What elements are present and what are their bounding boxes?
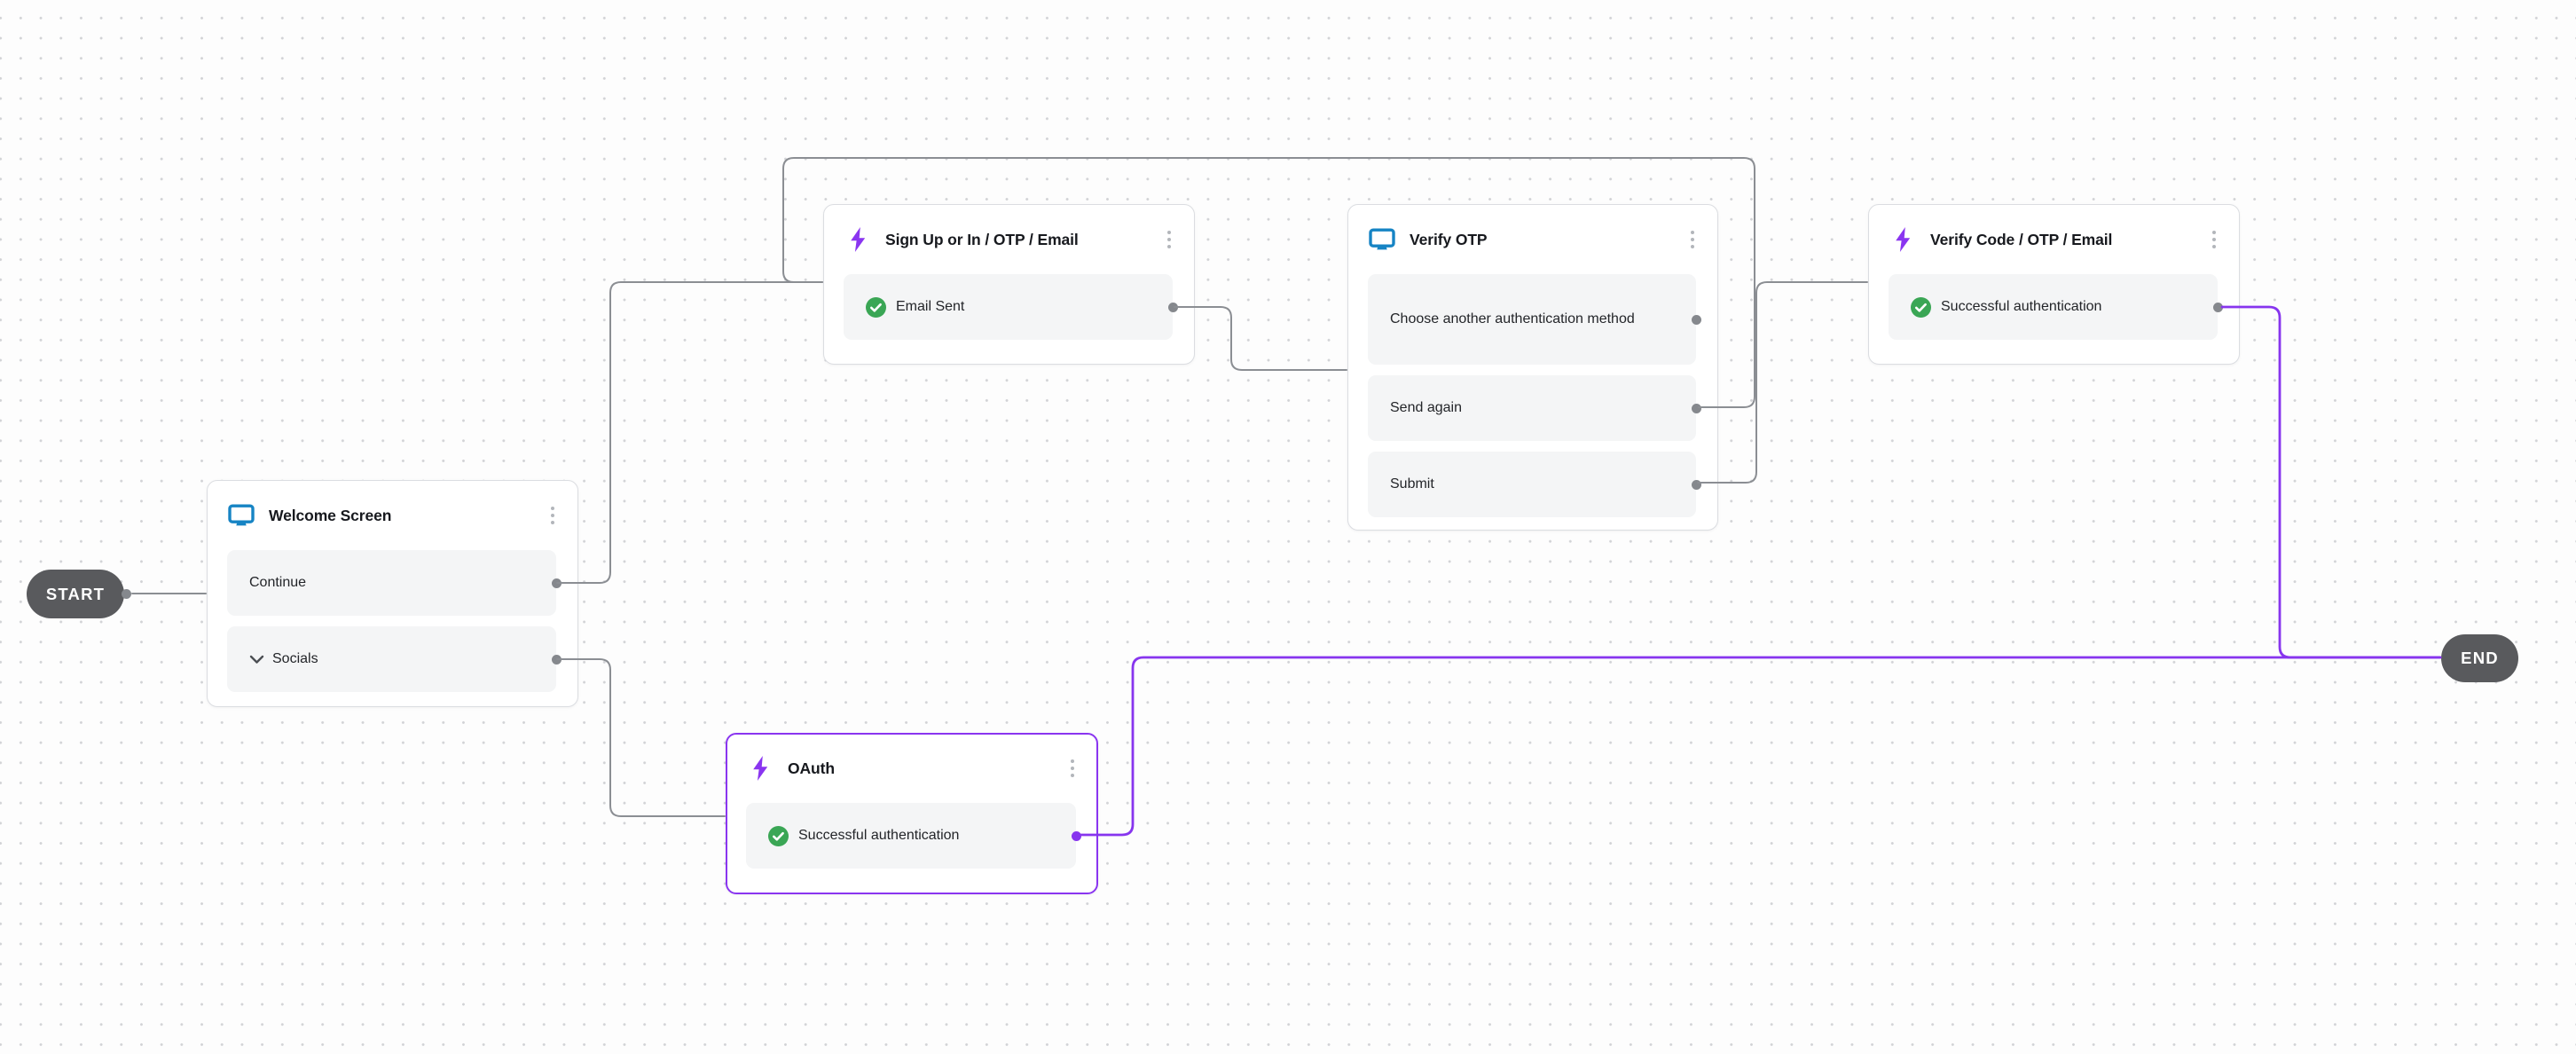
row-label: Submit [1390,476,1434,492]
node-header: Verify Code / OTP / Email [1889,221,2218,258]
edge-continue-to-signup[interactable] [556,281,823,584]
kebab-menu-icon[interactable] [1069,756,1077,782]
node-welcome-screen[interactable]: Welcome Screen Continue Socials [207,480,578,707]
row-label: Choose another authentication method [1390,311,1635,326]
choose-another-output-port[interactable] [1691,314,1701,325]
start-label: START [45,584,106,603]
edge-emailsent-to-verifyotp[interactable] [1174,306,1347,371]
node-title: Verify Code / OTP / Email [1930,230,2113,248]
edge-verifycode-to-end[interactable] [2220,305,2442,659]
row-label: Successful authentication [1941,299,2102,314]
row-submit[interactable]: Submit [1368,452,1701,517]
node-header: Sign Up or In / OTP / Email [844,221,1173,258]
send-again-output-port[interactable] [1691,403,1701,413]
node-header: Welcome Screen [227,497,556,534]
chevron-down-icon[interactable] [249,655,264,665]
edge-socials-to-oauth[interactable] [556,658,726,817]
row-successful-authentication[interactable]: Successful authentication [746,803,1081,869]
node-title: Sign Up or In / OTP / Email [885,230,1079,248]
row-label: Send again [1390,400,1462,415]
row-continue[interactable]: Continue [227,550,562,616]
start-output-port[interactable] [122,589,131,599]
row-label: Successful authentication [798,828,960,843]
kebab-menu-icon[interactable] [1166,227,1174,253]
node-header: OAuth [746,750,1076,787]
node-oauth[interactable]: OAuth Successful authentication [726,733,1098,894]
success-check-icon [866,296,886,318]
kebab-menu-icon[interactable] [1689,227,1697,253]
row-send-again[interactable]: Send again [1368,375,1701,441]
edge-submit-to-verifycode[interactable] [1697,281,1868,484]
row-label: Socials [272,651,318,666]
edge-oauth-to-end[interactable] [1076,656,2442,837]
node-title: Verify OTP [1410,230,1488,248]
start-pill[interactable]: START [27,570,131,618]
verify-code-success-output-port[interactable] [2212,302,2223,312]
node-verify-code[interactable]: Verify Code / OTP / Email Successful aut… [1868,204,2240,365]
submit-output-port[interactable] [1691,479,1701,490]
row-label: Continue [249,575,307,590]
action-bolt-icon [746,755,774,782]
row-label: Email Sent [896,299,965,314]
row-successful-authentication[interactable]: Successful authentication [1889,274,2223,340]
end-pill[interactable]: END [2441,634,2518,682]
row-socials[interactable]: Socials [227,626,562,692]
kebab-menu-icon[interactable] [549,503,557,529]
oauth-success-output-port[interactable] [1071,830,1081,841]
row-choose-another-method[interactable]: Choose another authentication method [1368,274,1701,365]
action-bolt-icon [1889,226,1917,253]
action-bolt-icon [844,226,872,253]
row-email-sent[interactable]: Email Sent [844,274,1178,340]
screen-icon [227,504,255,528]
success-check-icon [768,825,789,846]
node-verify-otp[interactable]: Verify OTP Choose another authentication… [1347,204,1718,531]
end-label: END [2461,649,2499,667]
success-check-icon [1911,296,1931,318]
email-sent-output-port[interactable] [1167,302,1178,312]
screen-icon [1368,228,1396,252]
node-title: OAuth [788,759,835,777]
kebab-menu-icon[interactable] [2211,227,2219,253]
node-sign-up-or-in[interactable]: Sign Up or In / OTP / Email Email Sent [823,204,1195,365]
edge-sendagain-to-signup[interactable] [782,157,1755,408]
node-title: Welcome Screen [269,506,392,524]
node-header: Verify OTP [1368,221,1696,258]
